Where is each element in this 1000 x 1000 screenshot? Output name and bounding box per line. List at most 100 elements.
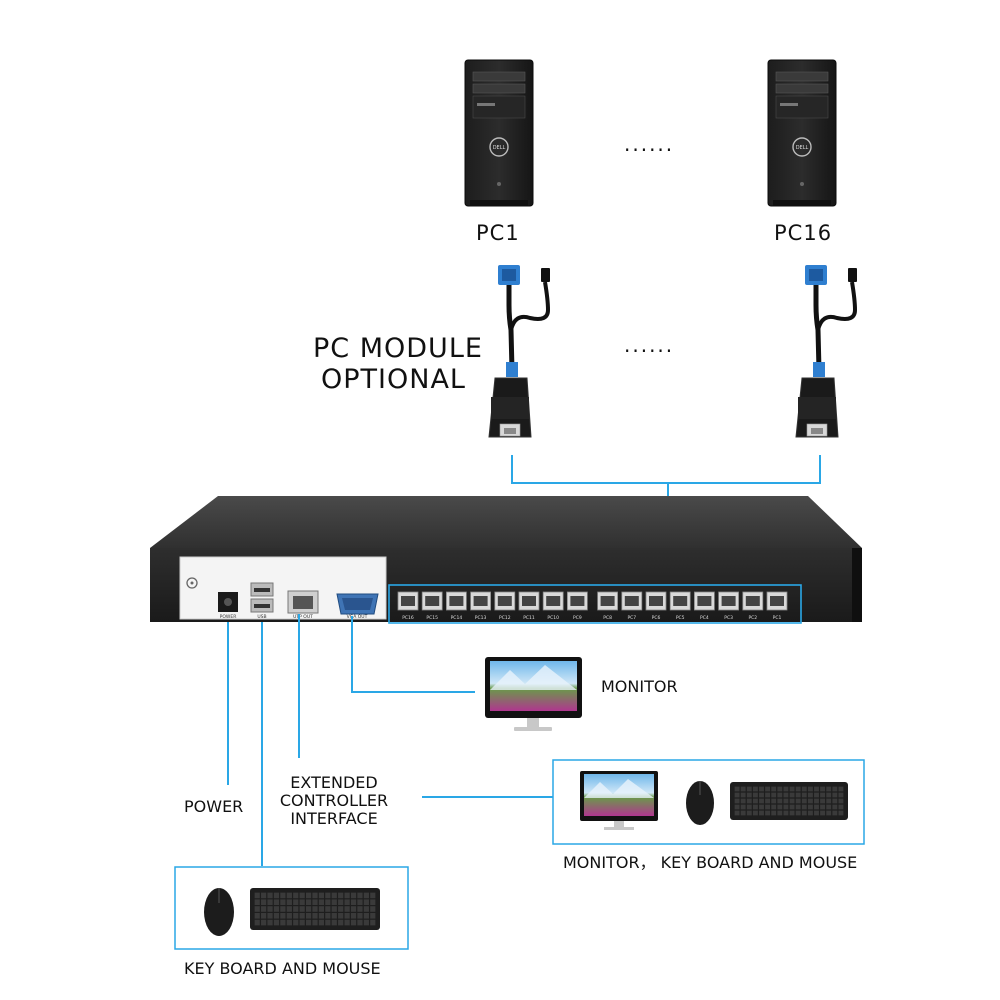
keyboard-key xyxy=(254,913,260,919)
pc1-tower-icon: DELL xyxy=(464,59,534,207)
pc-port-label: PC7 xyxy=(627,615,636,621)
keyboard-key xyxy=(370,913,376,919)
keyboard-key xyxy=(746,810,752,816)
keyboard-key xyxy=(261,899,267,905)
keyboard-key xyxy=(280,892,286,899)
keyboard-key xyxy=(344,899,350,905)
keyboard-key xyxy=(807,792,813,798)
keyboard-key xyxy=(832,786,838,792)
keyboard-key xyxy=(771,786,777,792)
pc-port-pc11: PC11 xyxy=(518,591,540,621)
remote-keyboard-icon xyxy=(730,782,848,820)
keyboard-key xyxy=(261,919,267,926)
keyboard-key xyxy=(312,892,318,899)
local-console-box xyxy=(174,866,409,950)
keyboard-key xyxy=(777,786,783,792)
keyboard-key xyxy=(820,798,826,804)
keyboard-key xyxy=(771,804,777,810)
keyboard-key xyxy=(305,906,312,912)
keyboard-key xyxy=(286,899,292,905)
keyboard-key xyxy=(273,892,280,899)
keyboard-key xyxy=(267,913,273,919)
pc-port-pc16: PC16 xyxy=(397,591,419,621)
keyboard-key xyxy=(777,804,783,810)
local-console-label: KEY BOARD AND MOUSE xyxy=(184,959,381,978)
keyboard-key xyxy=(826,786,832,792)
keyboard-key xyxy=(331,906,337,912)
keyboard-key xyxy=(752,798,758,804)
keyboard-key xyxy=(299,906,305,912)
keyboard-key xyxy=(254,919,260,926)
pc-port-label: PC16 xyxy=(402,615,414,621)
keyboard-key xyxy=(280,899,286,905)
svg-text:DELL: DELL xyxy=(493,145,506,151)
keyboard-key xyxy=(771,810,777,816)
keyboard-key xyxy=(363,913,369,919)
keyboard-key xyxy=(286,913,292,919)
keyboard-key xyxy=(305,892,312,899)
keyboard-key xyxy=(293,913,299,919)
pc-port-label: PC11 xyxy=(523,615,535,621)
modules-ellipsis: ...... xyxy=(624,333,675,357)
keyboard-key xyxy=(338,892,344,899)
keyboard-key xyxy=(312,906,318,912)
keyboard-key xyxy=(370,919,376,926)
keyboard-key xyxy=(312,899,318,905)
keyboard-key xyxy=(752,804,758,810)
keyboard-key xyxy=(820,792,826,798)
keyboard-key xyxy=(801,810,807,816)
utp-caption: UTP OUT xyxy=(293,614,313,620)
keyboard-key xyxy=(357,919,363,926)
keyboard-key xyxy=(838,798,844,804)
keyboard-key xyxy=(783,798,789,804)
keyboard-key xyxy=(363,906,369,912)
keyboard-key xyxy=(331,899,337,905)
keyboard-key xyxy=(789,804,795,810)
keyboard-key xyxy=(280,913,286,919)
pc-port-pc4: PC4 xyxy=(694,591,715,621)
keyboard-key xyxy=(765,786,771,792)
pc-port-pc2: PC2 xyxy=(742,591,764,621)
keyboard-key xyxy=(293,892,299,899)
keyboard-key xyxy=(838,804,844,810)
pc-port-label: PC9 xyxy=(573,615,582,621)
keyboard-key xyxy=(338,899,344,905)
keyboard-key xyxy=(350,906,357,912)
keyboard-key xyxy=(765,804,771,810)
keyboard-key xyxy=(838,792,844,798)
keyboard-key xyxy=(820,804,826,810)
pc-port-pc12: PC12 xyxy=(494,591,516,621)
remote-mouse-icon xyxy=(686,781,714,825)
keyboard-key xyxy=(293,899,299,905)
keyboard-key xyxy=(740,786,746,792)
keyboard-key xyxy=(318,899,325,905)
keyboard-key xyxy=(734,810,740,816)
keyboard-key xyxy=(305,899,312,905)
keyboard-key xyxy=(771,798,777,804)
keyboard-key xyxy=(325,899,331,905)
pc-port-pc5: PC5 xyxy=(669,591,691,621)
keyboard-key xyxy=(318,906,325,912)
keyboard-key xyxy=(765,798,771,804)
keyboard-key xyxy=(740,804,746,810)
pc1-label: PC1 xyxy=(476,221,520,245)
keyboard-key xyxy=(795,786,801,792)
keyboard-key xyxy=(814,804,819,810)
keyboard-key xyxy=(318,892,325,899)
extended-controller-interface-label: EXTENDED CONTROLLER INTERFACE xyxy=(274,774,394,828)
keyboard-key xyxy=(267,892,273,899)
keyboard-key xyxy=(357,892,363,899)
keyboard-key xyxy=(789,798,795,804)
pc-port-pc8: PC8 xyxy=(597,591,618,621)
pc-port-pc13: PC13 xyxy=(470,591,492,621)
keyboard-key xyxy=(331,913,337,919)
power-label: POWER xyxy=(184,797,244,816)
pc-port-pc3: PC3 xyxy=(718,591,739,621)
keyboard-key xyxy=(795,804,801,810)
keyboard-key xyxy=(286,919,292,926)
pc-port-label: PC3 xyxy=(724,615,733,621)
pc-port-label: PC6 xyxy=(652,615,661,621)
keyboard-key xyxy=(777,792,783,798)
keyboard-key xyxy=(832,798,838,804)
